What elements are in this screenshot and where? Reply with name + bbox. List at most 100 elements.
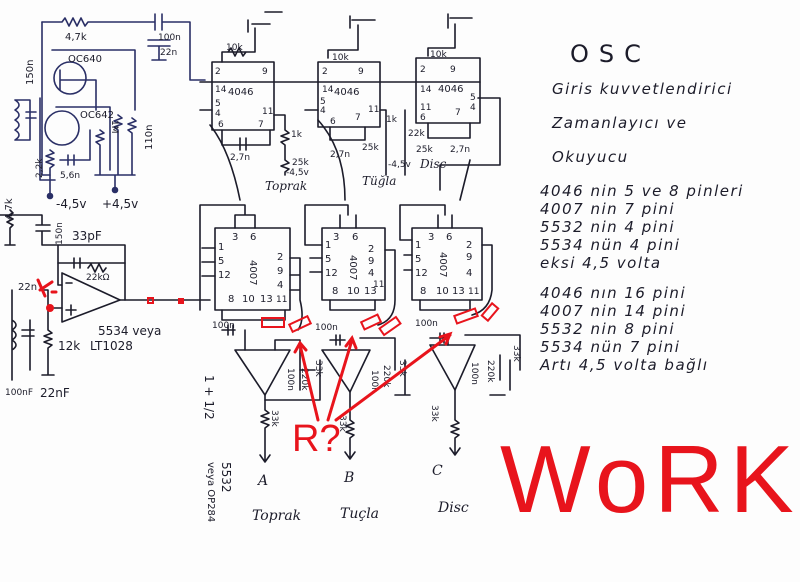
output-name: Tuçla — [340, 506, 379, 522]
pin-label: 5 — [320, 97, 326, 107]
red-square-mark — [147, 297, 154, 304]
pin-label: 5 — [415, 254, 421, 265]
pin-label: 6 — [420, 113, 426, 123]
cap-label: 100n — [415, 319, 438, 329]
c-label: 2,7n — [230, 153, 250, 163]
pin-label: 11 — [468, 287, 479, 297]
pin-label: 7 — [258, 120, 264, 130]
switch-1: 4007 3 6 1 5 12 2 9 4 8 10 13 11 — [218, 232, 287, 305]
r-out-label: 22k — [408, 129, 425, 139]
output-amp-labels: 100n 100n 220k 33k 33k A Toprak 100n 100… — [202, 319, 521, 524]
r-label: 10k — [430, 50, 447, 60]
output-label: B — [343, 470, 354, 486]
pin-label: 5 — [215, 99, 221, 109]
pin-label: 13 — [452, 286, 465, 297]
oscillator-circuit — [14, 13, 206, 200]
pin-label: 2 — [420, 65, 426, 75]
timer-tugla: 4046 2 9 14 5 4 6 7 11 10k 2,7n 1k 25k -… — [320, 53, 412, 188]
pot-label: 25k — [416, 145, 433, 155]
r-m-label: 1M — [109, 120, 119, 134]
pin-label: 11 — [368, 105, 379, 115]
r-out-label: 1k — [291, 130, 303, 140]
r-fb-label: 33k — [397, 360, 407, 377]
pin-note-positive: Artı 4,5 volta bağlı — [540, 356, 709, 374]
pin-label: 1 — [415, 240, 421, 251]
amp-note: 5532 — [219, 462, 233, 493]
pin-label: 9 — [262, 67, 268, 77]
pin-label: 4 — [466, 268, 472, 279]
pot-label: 25k — [362, 143, 379, 153]
c-hold-label: 100n — [285, 368, 295, 391]
c-label: 2,7n — [330, 150, 350, 160]
arrow — [293, 340, 320, 422]
pin-label: 11 — [373, 280, 384, 290]
r-label: 10k — [332, 53, 349, 63]
notes-heading: Zamanlayıcı ve — [552, 114, 688, 132]
pin-label: 7 — [355, 113, 361, 123]
r-out-label: 33k — [429, 405, 439, 422]
pin-label: 14 — [420, 85, 432, 95]
c-fb-label: 5,6n — [60, 171, 80, 181]
r-hold-label: 220k — [485, 360, 495, 383]
chip-label: 4046 — [438, 84, 463, 95]
r-bias-label: 12k — [58, 339, 80, 353]
amp-note: 1 + 1/2 — [202, 375, 216, 420]
v-label: -4,5v — [388, 160, 412, 170]
pin-label: 5 — [470, 93, 476, 103]
pin-label: 4 — [470, 103, 476, 113]
pin-label: 3 — [232, 232, 238, 243]
pin-note-negative: eksi 4,5 volta — [540, 254, 662, 272]
pin-label: 4 — [215, 109, 221, 119]
pot-label: 25k — [292, 158, 309, 168]
c-gnd-label: 22n — [160, 48, 177, 58]
v-pos-label: +4,5v — [102, 197, 138, 211]
input-amp-wiring — [0, 209, 211, 381]
chip-label: 4007 — [437, 252, 448, 277]
pin-label: 3 — [428, 232, 434, 243]
pin-note-positive: 4007 nin 14 pini — [540, 302, 687, 320]
cap-label: 100n — [212, 321, 235, 331]
pin-label: 6 — [352, 232, 358, 243]
arrow — [334, 331, 453, 422]
pin-label: 9 — [358, 67, 364, 77]
r-top-label: 4,7k — [65, 32, 87, 43]
r-out-label: 1k — [386, 115, 398, 125]
r-hold-label: 220k — [299, 368, 309, 391]
q2-label: OC642 — [80, 110, 114, 121]
amp-note: veya OP284 — [205, 462, 216, 522]
pin-note-positive: 5532 nin 8 pini — [540, 320, 676, 338]
pin-label: 11 — [420, 103, 431, 113]
pin-note-negative: 5534 nün 4 pini — [540, 236, 681, 254]
r-out-label: 33k — [269, 410, 279, 427]
r-out-label: 33k — [337, 415, 347, 432]
pin-label: 3 — [333, 232, 339, 243]
c-label: 2,7n — [450, 145, 470, 155]
v-neg-label: -4,5v — [56, 197, 87, 211]
switch-2: 4007 3 6 1 5 12 2 9 4 8 10 13 11 — [325, 232, 384, 297]
pin-label: 9 — [466, 252, 472, 263]
pin-label: 5 — [218, 256, 224, 267]
question-annotation: R? — [292, 418, 341, 460]
pin-label: 4 — [277, 280, 283, 291]
pin-label: 7 — [455, 108, 461, 118]
pin-label: 11 — [276, 295, 287, 305]
v-label: -4,5v — [286, 168, 310, 178]
red-annotations — [261, 301, 500, 422]
q1-label: OC640 — [68, 54, 102, 65]
pin-label: 13 — [364, 286, 377, 297]
r-emit-label: 2,2k — [35, 158, 45, 178]
pin-label: 1 — [218, 242, 224, 253]
pin-label: 2 — [368, 244, 374, 255]
c-series-label: 22n — [18, 282, 37, 293]
c-right-label: 110n — [144, 125, 155, 150]
pin-label: 8 — [332, 286, 338, 297]
switch-wiring — [199, 204, 493, 331]
pin-label: 12 — [325, 268, 338, 279]
pin-label: 6 — [250, 232, 256, 243]
pin-label: 8 — [228, 294, 234, 305]
pin-label: 2 — [215, 67, 221, 77]
work-question-annotation: WoRK? — [500, 426, 800, 533]
r-fb-label: 22kΩ — [86, 273, 110, 283]
pin-label: 2 — [322, 67, 328, 77]
notes-heading: Giris kuvvetlendirici — [552, 80, 733, 98]
